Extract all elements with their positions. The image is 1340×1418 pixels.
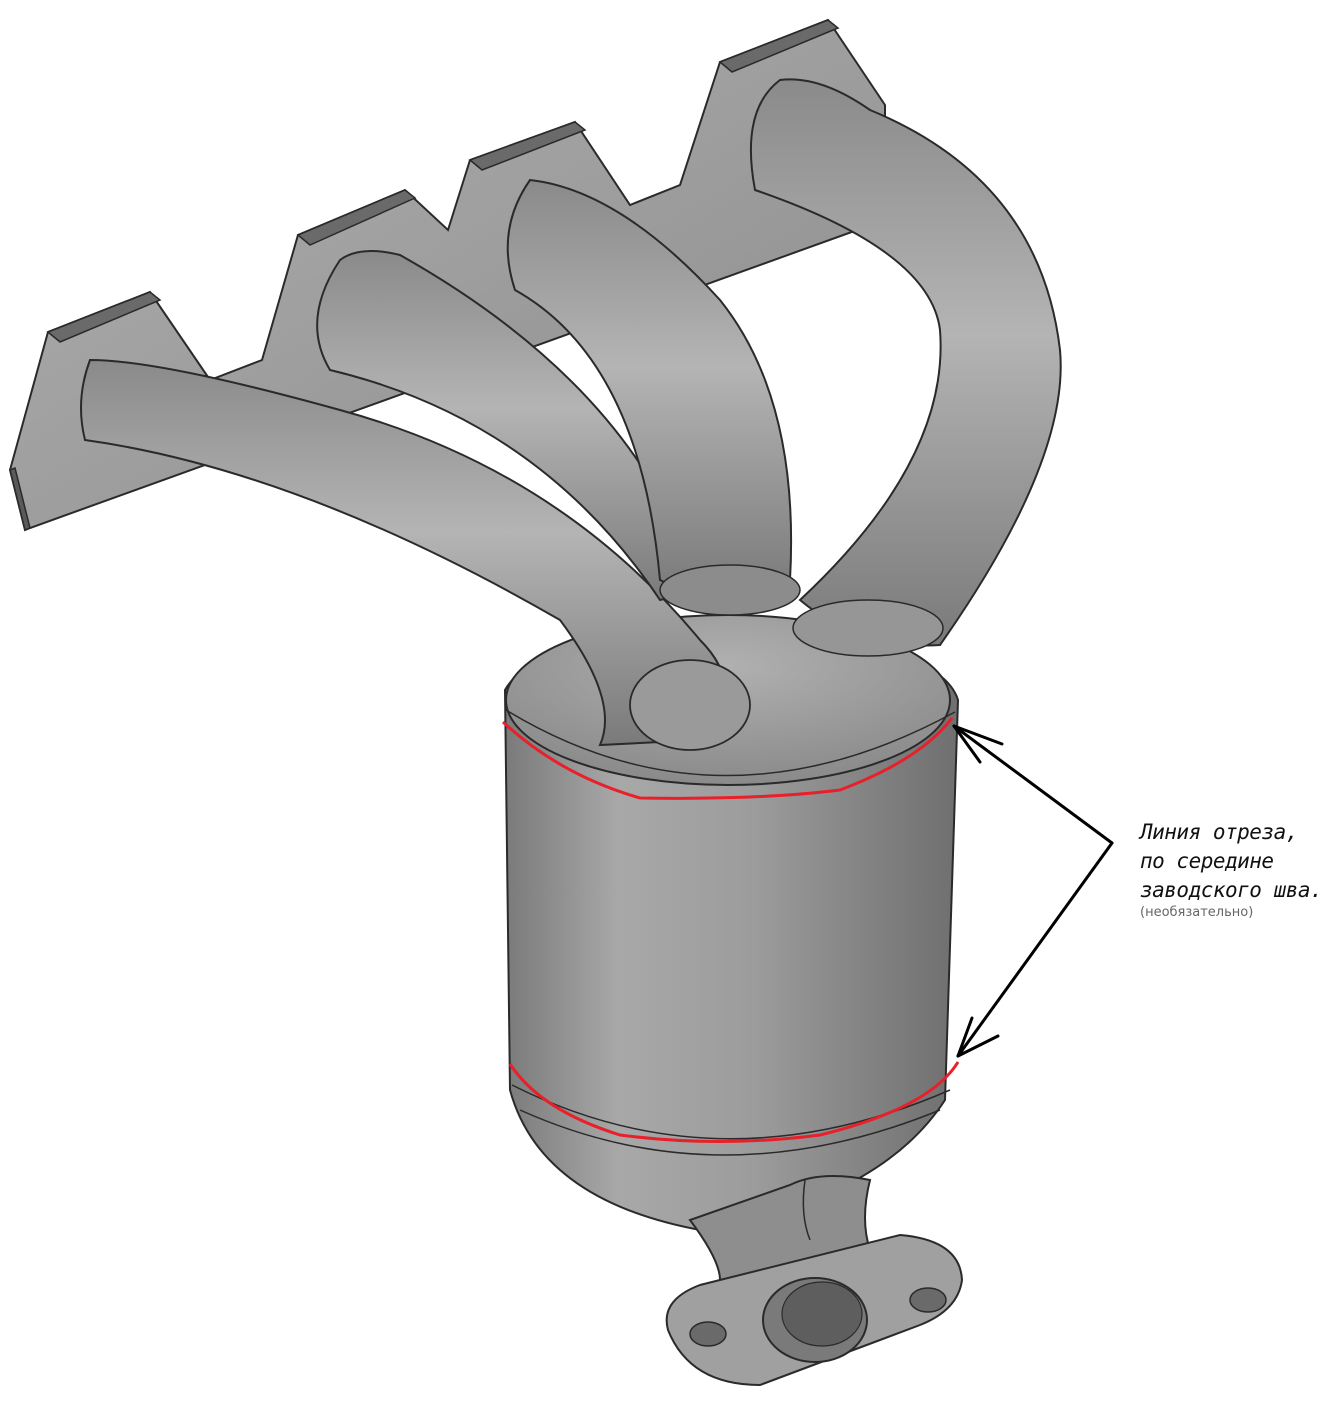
outlet-flange <box>665 1175 964 1387</box>
annotation-line-3: заводского шва. <box>1140 878 1323 902</box>
cut-line-top <box>501 717 954 800</box>
annotation-line-2: по середине <box>1140 849 1274 873</box>
cut-line-annotation: Линия отреза, по середине заводского шва… <box>1140 818 1323 920</box>
annotation-line-1: Линия отреза, <box>1140 820 1298 844</box>
runner-pipes <box>80 78 1062 751</box>
cut-line-bottom <box>508 1061 960 1143</box>
arrow-icon <box>952 724 1114 1058</box>
annotation-note: (необязательно) <box>1140 905 1254 920</box>
